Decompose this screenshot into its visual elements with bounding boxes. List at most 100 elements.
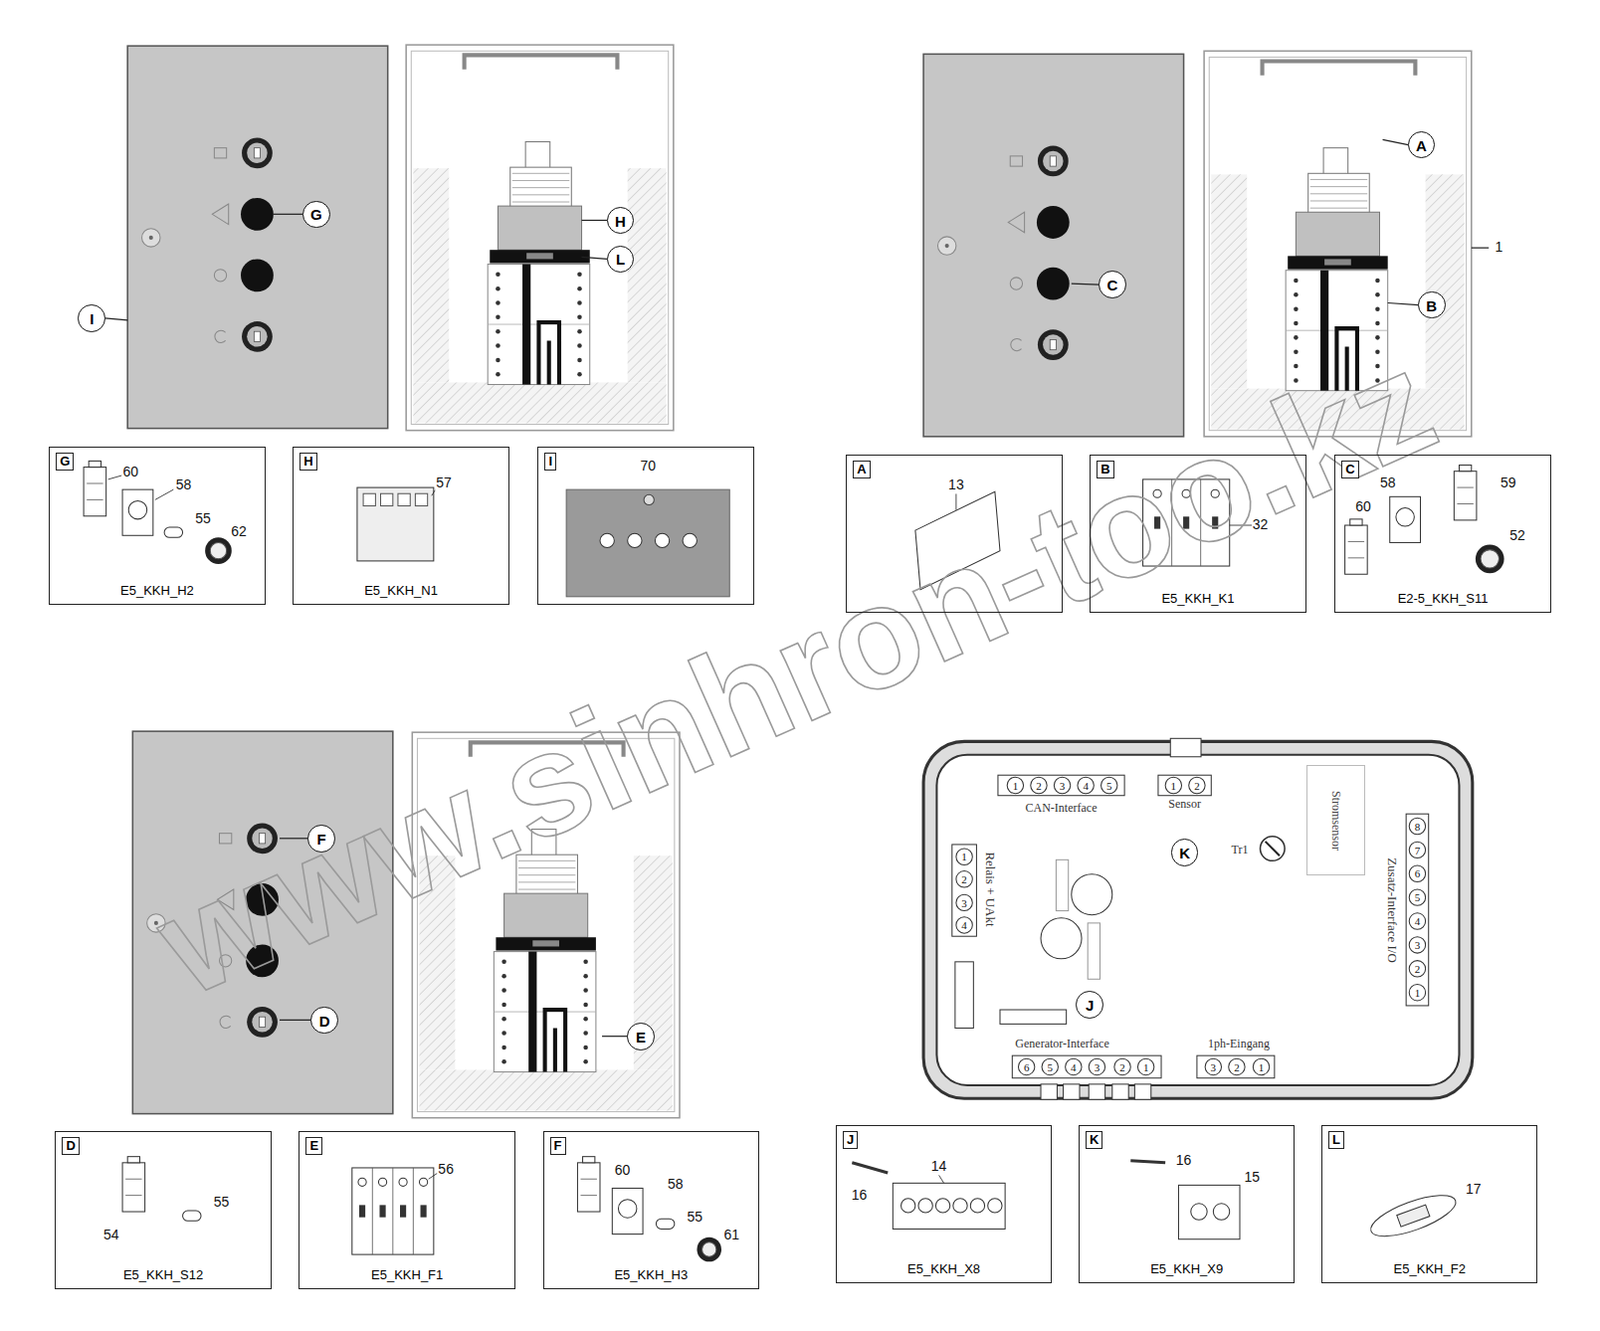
detail-box: HE5_KKH_N1 [292, 446, 509, 605]
door-lock [147, 914, 166, 933]
part-code: E5_KKH_H2 [49, 583, 264, 599]
pin-header [998, 775, 1125, 797]
box-tag: D [61, 1137, 79, 1156]
pin-header [952, 844, 978, 937]
callout-letter: E [635, 1027, 646, 1045]
door-handle [464, 54, 618, 69]
detail-box: EE5_KKH_F1 [298, 1131, 515, 1290]
contact-block [83, 467, 107, 517]
leader-line [1456, 503, 1473, 505]
lamp-cap [209, 542, 226, 559]
screw [495, 300, 501, 306]
terminal [1323, 148, 1349, 178]
leader-line [581, 1179, 598, 1181]
screw [1293, 292, 1299, 298]
leader-line [512, 201, 570, 203]
leader-line [1348, 541, 1365, 543]
pin-number: 2 [1233, 1061, 1240, 1074]
leader-line [512, 180, 570, 182]
comb-busbar [1336, 328, 1358, 392]
leader-line [955, 493, 957, 510]
screw [501, 988, 507, 994]
callout-number: 16 [850, 1188, 869, 1203]
toggle [1154, 516, 1161, 529]
callout-number: 58 [666, 1177, 685, 1193]
bulb [183, 1210, 201, 1221]
leader-line [1229, 525, 1253, 527]
busbar [528, 952, 537, 1073]
leader-line [512, 187, 570, 189]
toggle [379, 1204, 386, 1217]
screw [1210, 489, 1219, 498]
screw [418, 1178, 427, 1187]
callout-number: 60 [121, 464, 140, 480]
contact-block [1345, 525, 1369, 575]
terminal [363, 493, 376, 506]
pin-number: 5 [1414, 891, 1421, 904]
callout-letter: K [1179, 844, 1191, 862]
controller-board [923, 741, 1473, 1099]
push-button [240, 258, 274, 292]
pin-number: 1 [1258, 1061, 1265, 1074]
hatched-area [412, 168, 449, 383]
cabinet-interior [405, 44, 674, 431]
notch [1088, 1084, 1105, 1100]
callout-number: 14 [930, 1159, 949, 1175]
screw [1293, 349, 1299, 355]
leader-line [155, 489, 174, 500]
symbol [1010, 338, 1022, 351]
leader-line [392, 1168, 394, 1255]
indicator-lamp [1037, 146, 1069, 178]
symbol [213, 148, 226, 159]
leader-line [1471, 247, 1489, 249]
door-lock [937, 236, 956, 255]
leader-line [279, 837, 309, 839]
symbol [214, 330, 226, 343]
fuse-bar [532, 940, 560, 947]
notch [1170, 738, 1201, 757]
terminal [381, 493, 394, 506]
component [1040, 918, 1082, 960]
screw [577, 372, 583, 378]
lamp-holder [611, 1188, 643, 1234]
pin [1088, 1058, 1105, 1075]
indicator-lamp [251, 1011, 273, 1033]
callout-number: 52 [1508, 529, 1527, 545]
callout-number: 54 [102, 1227, 121, 1243]
lamp-holder [1390, 496, 1421, 543]
screw [501, 1030, 507, 1036]
pin-socket [970, 1199, 985, 1213]
screw [399, 1178, 407, 1187]
pin-number: 3 [1059, 780, 1066, 793]
callout-letter: J [1085, 997, 1094, 1014]
pin-header [1197, 1055, 1275, 1079]
pin-number: 2 [1414, 963, 1421, 976]
fuse-bar [526, 252, 554, 259]
screw [1293, 321, 1299, 327]
comb-busbar [545, 1009, 567, 1073]
button-hole [600, 533, 614, 548]
screw [1153, 489, 1162, 498]
leader-line [105, 318, 129, 321]
detail-box: LE5_KKH_F2 [1321, 1125, 1538, 1284]
pin [1228, 1058, 1245, 1075]
pin [956, 848, 973, 865]
pin [1408, 937, 1425, 954]
pin-socket [935, 1199, 950, 1213]
pin [1408, 841, 1425, 858]
screw [577, 286, 583, 292]
component [1071, 874, 1113, 916]
leader-line [1310, 200, 1368, 201]
pin [1065, 1058, 1082, 1075]
door-lock [154, 921, 159, 926]
pin [1408, 913, 1425, 930]
pin-number: 4 [1082, 780, 1089, 793]
screw [583, 1045, 589, 1051]
callout-circle: A [1407, 131, 1436, 160]
notch [1063, 1084, 1080, 1100]
leader-line [582, 256, 608, 259]
contact-block [1458, 465, 1471, 472]
board-label: 1ph-Eingang [1207, 1038, 1270, 1052]
cabinet-interior [411, 732, 680, 1119]
screw [1293, 378, 1299, 384]
